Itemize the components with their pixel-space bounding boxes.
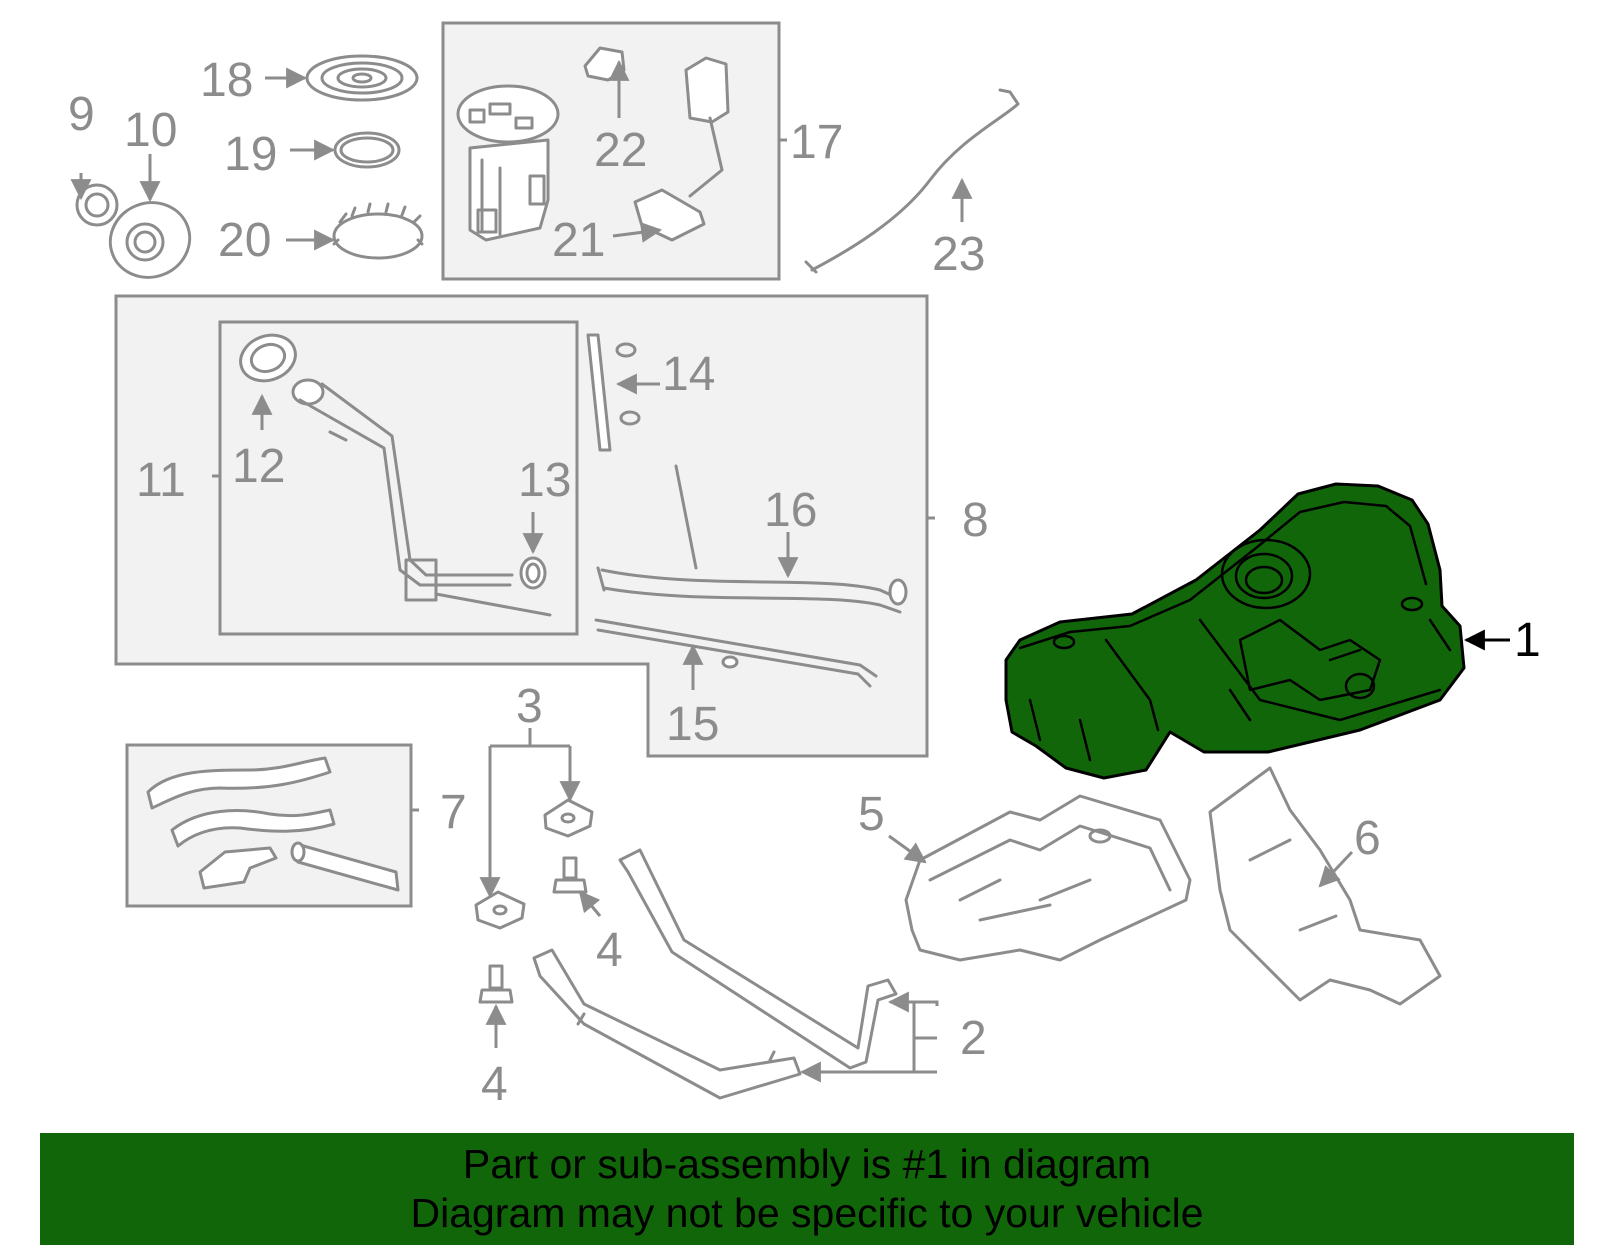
callout-2: 2 xyxy=(960,1012,987,1065)
callout-21: 21 xyxy=(552,214,605,267)
filler-housing-part-10 xyxy=(108,201,192,279)
callout-8: 8 xyxy=(962,494,989,547)
callout-13: 13 xyxy=(518,454,571,507)
fuel-tank-part-1[interactable] xyxy=(1004,482,1466,780)
callout-4-upper: 4 xyxy=(596,924,623,977)
info-banner: Part or sub-assembly is #1 in diagram Di… xyxy=(40,1133,1574,1245)
callout-3: 3 xyxy=(516,680,543,733)
callout-9: 9 xyxy=(68,88,95,141)
clip-nut-part-3-lower xyxy=(474,890,526,930)
shield-part-6 xyxy=(1208,766,1442,1006)
seal-ring-part-19 xyxy=(333,131,401,169)
callout-19: 19 xyxy=(224,128,277,181)
callout-12: 12 xyxy=(232,440,285,493)
callout-4-lower: 4 xyxy=(481,1058,508,1111)
bolt-part-4-lower xyxy=(478,964,514,1004)
callout-15: 15 xyxy=(666,698,719,751)
callout-16: 16 xyxy=(764,484,817,537)
fuel-cap-part-9 xyxy=(75,183,119,227)
callout-17: 17 xyxy=(790,116,843,169)
heat-shield-part-5 xyxy=(904,794,1192,962)
banner-line-part-notice: Part or sub-assembly is #1 in diagram xyxy=(462,1141,1152,1187)
level-sender-part-21 xyxy=(633,56,730,242)
hose-clamp-part-13 xyxy=(519,556,547,590)
vent-rod xyxy=(674,464,698,570)
callout-6: 6 xyxy=(1354,812,1381,865)
filler-neck-part-11 xyxy=(239,333,552,617)
callout-20: 20 xyxy=(218,214,271,267)
vent-line-part-23 xyxy=(810,88,1020,272)
tank-strap-part-2 xyxy=(532,848,898,1100)
fuel-pump-module xyxy=(456,84,560,242)
callout-14: 14 xyxy=(662,348,715,401)
callout-10: 10 xyxy=(124,104,177,157)
callout-18: 18 xyxy=(200,54,253,107)
callout-11: 11 xyxy=(136,454,186,507)
insulator-set-part-7 xyxy=(146,756,400,892)
callout-7: 7 xyxy=(440,786,467,839)
filler-hose-part-16 xyxy=(596,566,908,614)
banner-line-vehicle-disclaimer: Diagram may not be specific to your vehi… xyxy=(410,1190,1204,1236)
retainer-ring-part-20 xyxy=(332,202,424,260)
callout-22: 22 xyxy=(594,124,647,177)
callout-5: 5 xyxy=(858,788,885,841)
callout-23: 23 xyxy=(932,228,985,281)
vent-tube-part-14 xyxy=(586,333,641,452)
clip-nut-part-3-upper xyxy=(543,798,594,838)
bolt-part-4-upper xyxy=(552,856,588,894)
callout-1: 1 xyxy=(1514,614,1541,667)
lock-ring-part-18 xyxy=(305,54,419,102)
